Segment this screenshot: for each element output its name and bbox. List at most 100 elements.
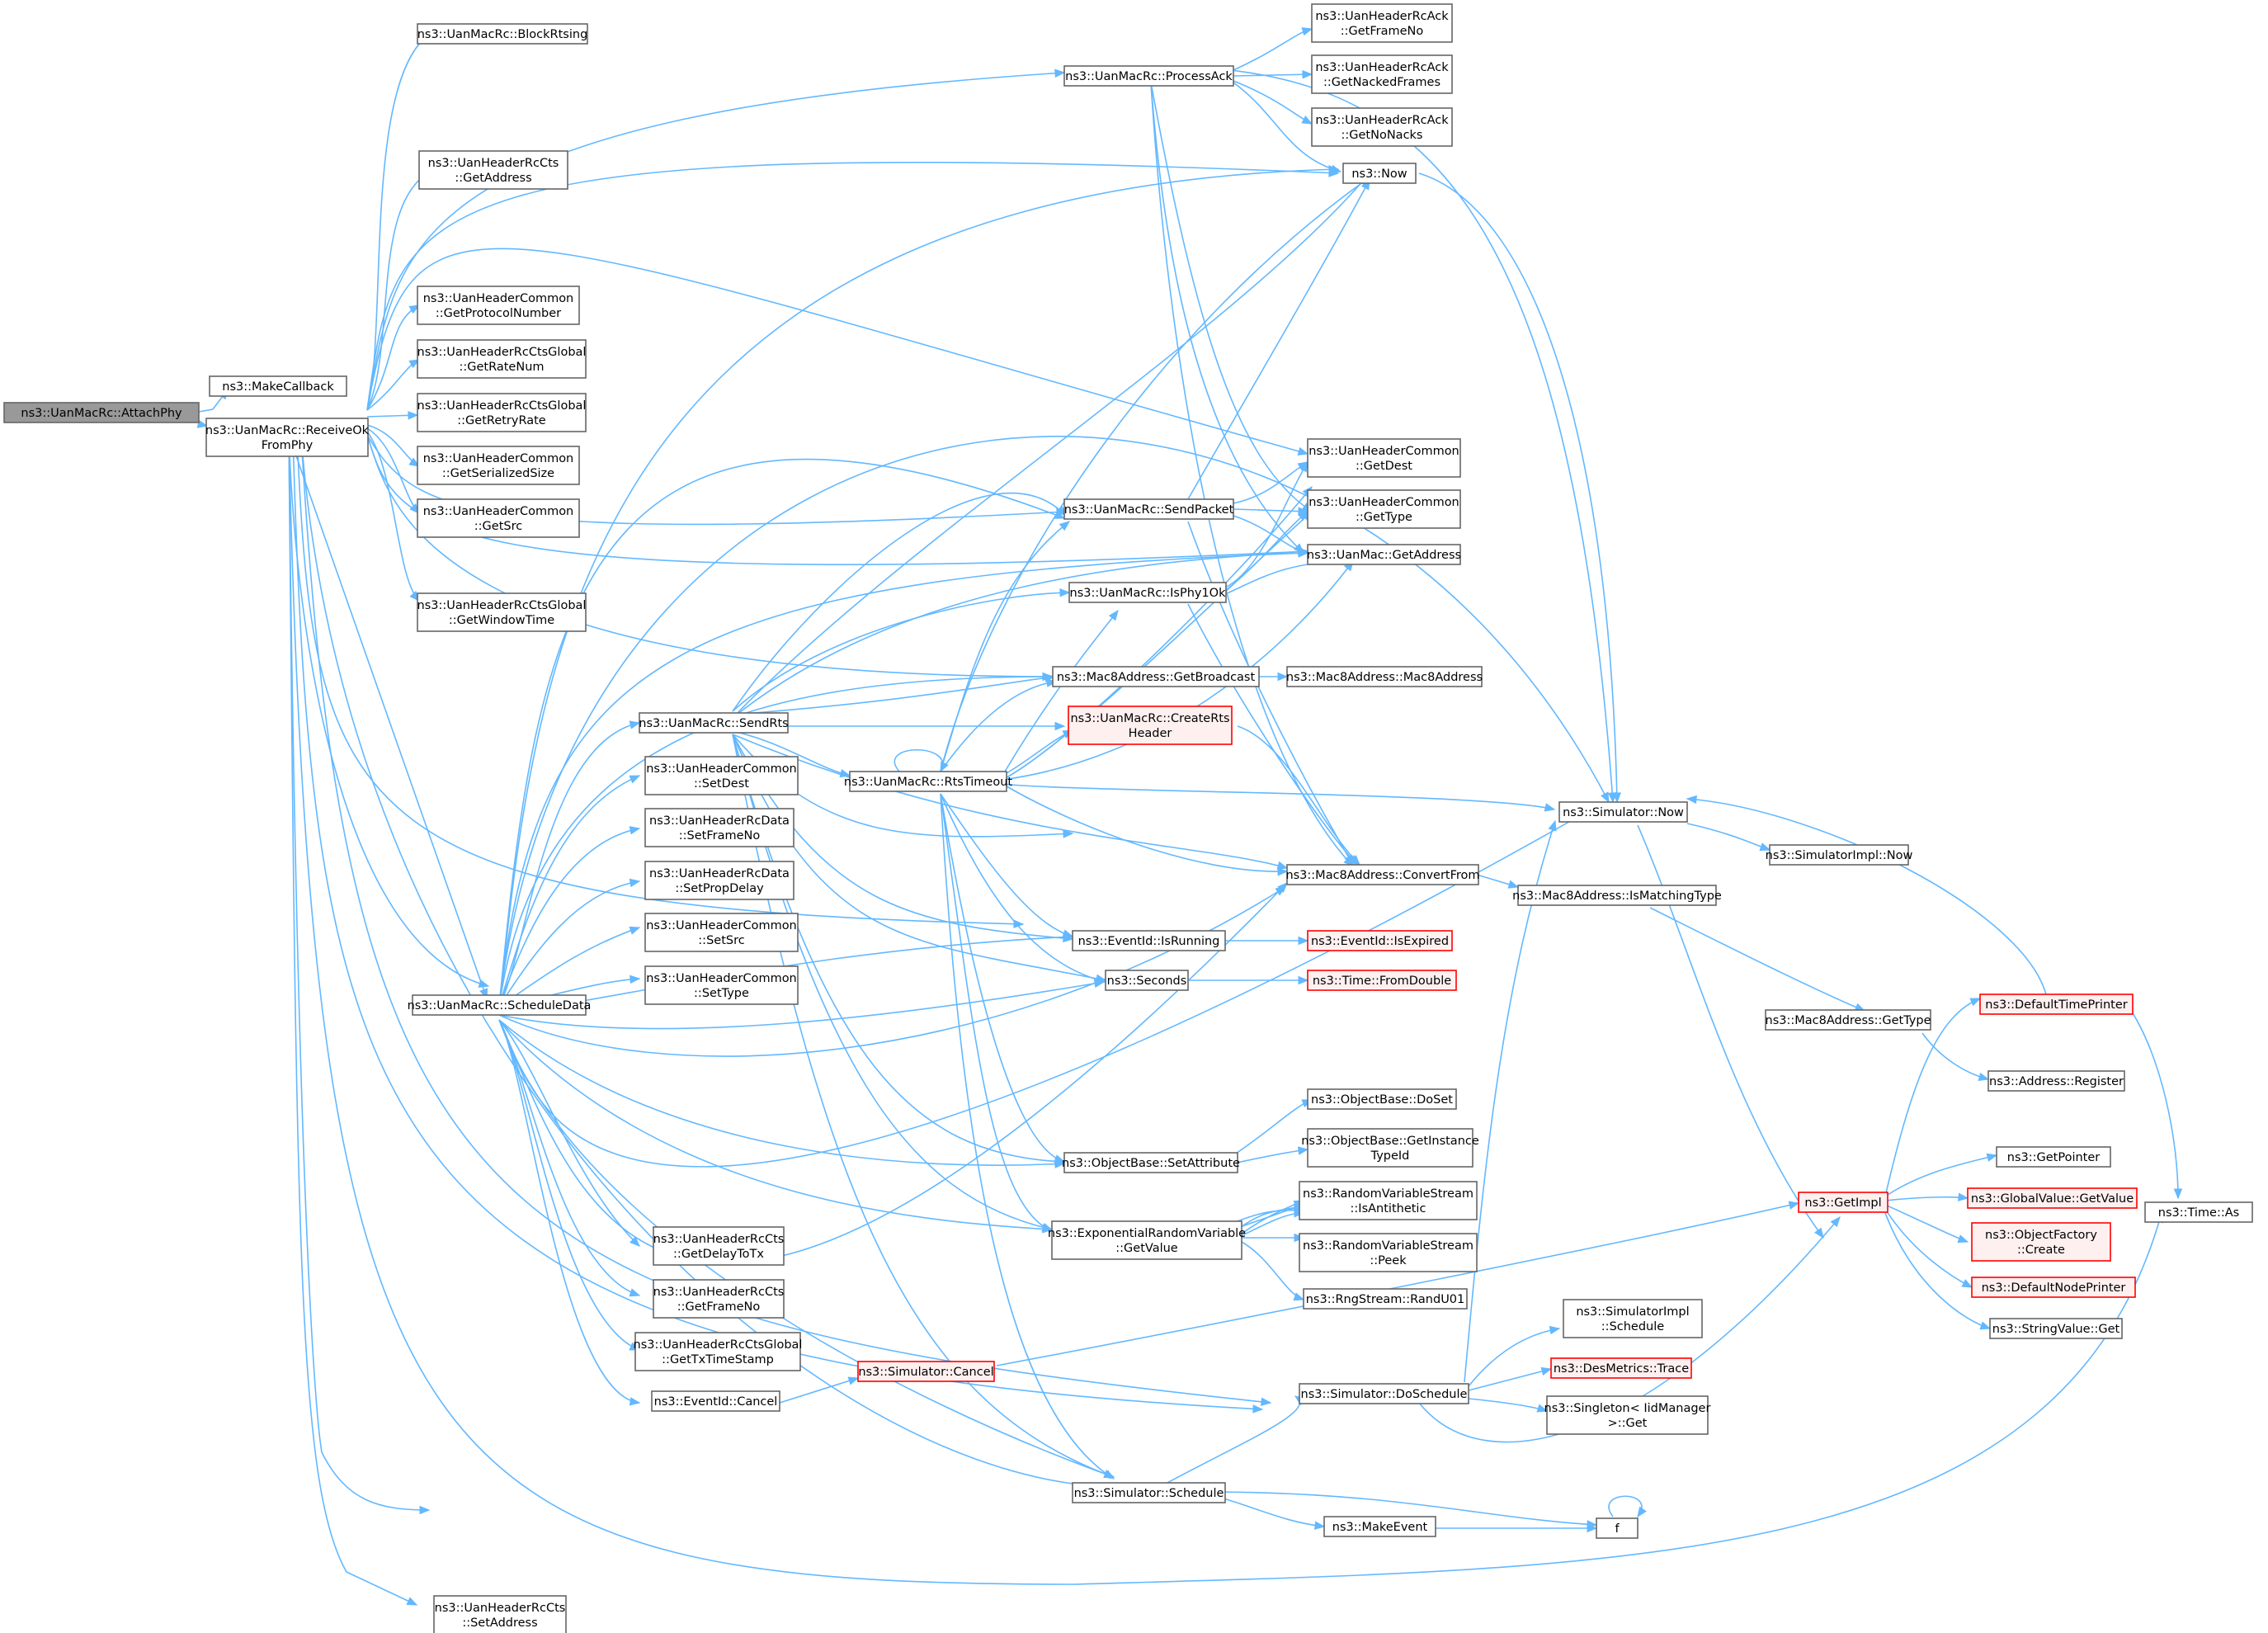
node-singleton[interactable]: ns3::Singleton< IidManager>::Get — [1544, 1395, 1711, 1435]
node-defaulttimeprinter[interactable]: ns3::DefaultTimePrinter — [1979, 993, 2134, 1015]
node-attachphy[interactable]: ns3::UanMacRc::AttachPhy — [3, 402, 200, 423]
arrowhead — [1277, 882, 1288, 893]
node-objectfactory[interactable]: ns3::ObjectFactory::Create — [1971, 1222, 2111, 1262]
node-label: Header — [1129, 727, 1172, 740]
node-timeas[interactable]: ns3::Time::As — [2144, 1201, 2253, 1223]
node-isantithetic[interactable]: ns3::RandomVariableStream::IsAntithetic — [1299, 1181, 1478, 1220]
node-box — [653, 1279, 785, 1319]
node-expgetvalue[interactable]: ns3::ExponentialRandomVariable::GetValue — [1048, 1220, 1246, 1260]
node-randu01[interactable]: ns3::RngStream::RandU01 — [1303, 1288, 1468, 1310]
node-processack[interactable]: ns3::UanMacRc::ProcessAck — [1063, 65, 1234, 87]
node-label: ::SetFrameNo — [679, 829, 761, 842]
edge — [1649, 907, 1866, 1012]
node-convertfrom[interactable]: ns3::Mac8Address::ConvertFrom — [1285, 864, 1480, 885]
node-doset[interactable]: ns3::ObjectBase::DoSet — [1307, 1088, 1457, 1110]
node-label: ns3::UanHeaderRcCts — [653, 1233, 785, 1246]
node-label: ns3::UanHeaderRcData — [649, 867, 790, 880]
node-getdest[interactable]: ns3::UanHeaderCommon::GetDest — [1307, 438, 1461, 478]
node-mac8gettype[interactable]: ns3::Mac8Address::GetType — [1765, 1009, 1931, 1031]
node-cts-getframeno[interactable]: ns3::UanHeaderRcCts::GetFrameNo — [653, 1279, 785, 1319]
node-ack-getframeno[interactable]: ns3::UanHeaderRcAck::GetFrameNo — [1311, 3, 1453, 43]
node-label: ns3::Simulator::DoSchedule — [1301, 1388, 1468, 1401]
node-fromdouble[interactable]: ns3::Time::FromDouble — [1307, 970, 1457, 991]
node-getratenum[interactable]: ns3::UanHeaderRcCtsGlobal::GetRateNum — [417, 339, 587, 379]
node-isphy1ok[interactable]: ns3::UanMacRc::IsPhy1Ok — [1068, 582, 1227, 603]
node-getprotocolnumber[interactable]: ns3::UanHeaderCommon::GetProtocolNumber — [417, 286, 580, 325]
node-makecallback[interactable]: ns3::MakeCallback — [209, 375, 347, 397]
node-desmetrics[interactable]: ns3::DesMetrics::Trace — [1550, 1357, 1692, 1379]
node-box — [1311, 54, 1453, 94]
node-register[interactable]: ns3::Address::Register — [1987, 1070, 2125, 1092]
node-uanmac-getaddress[interactable]: ns3::UanMac::GetAddress — [1307, 544, 1461, 565]
node-label: ns3::EventId::Cancel — [654, 1395, 778, 1409]
node-label: ns3::DefaultNodePrinter — [1982, 1281, 2126, 1295]
node-blockrtsing[interactable]: ns3::UanMacRc::BlockRtsing — [417, 23, 588, 45]
node-gettxtimestamp[interactable]: ns3::UanHeaderRcCtsGlobal::GetTxTimeStam… — [634, 1332, 803, 1371]
node-box — [417, 286, 580, 325]
node-getpointer[interactable]: ns3::GetPointer — [1996, 1146, 2111, 1168]
node-f[interactable]: f — [1596, 1517, 1639, 1539]
node-sendrts[interactable]: ns3::UanMacRc::SendRts — [639, 712, 789, 734]
node-ismatchingtype[interactable]: ns3::Mac8Address::IsMatchingType — [1512, 885, 1722, 906]
node-isrunning[interactable]: ns3::EventId::IsRunning — [1072, 930, 1226, 951]
node-box — [1307, 489, 1461, 529]
node-box — [2144, 1201, 2253, 1223]
node-getwindowtime[interactable]: ns3::UanHeaderRcCtsGlobal::GetWindowTime — [417, 592, 587, 632]
arrowhead — [1507, 880, 1520, 889]
node-now[interactable]: ns3::Now — [1342, 163, 1417, 184]
node-label: ns3::UanMacRc::CreateRts — [1070, 712, 1229, 725]
node-simimplnow[interactable]: ns3::SimulatorImpl::Now — [1766, 844, 1913, 866]
node-defaultnodeprinter[interactable]: ns3::DefaultNodePrinter — [1971, 1277, 2136, 1298]
node-simnow[interactable]: ns3::Simulator::Now — [1558, 801, 1688, 823]
node-eventcancel[interactable]: ns3::EventId::Cancel — [651, 1390, 780, 1412]
node-simimplschedule[interactable]: ns3::SimulatorImpl::Schedule — [1563, 1299, 1703, 1338]
node-getserializedsize[interactable]: ns3::UanHeaderCommon::GetSerializedSize — [417, 446, 580, 485]
node-setaddress[interactable]: ns3::UanHeaderRcCts::SetAddress — [433, 1595, 567, 1633]
node-setattribute[interactable]: ns3::ObjectBase::SetAttribute — [1062, 1152, 1240, 1173]
node-getbroadcast[interactable]: ns3::Mac8Address::GetBroadcast — [1052, 666, 1260, 687]
edge — [366, 68, 1066, 411]
node-makeevent[interactable]: ns3::MakeEvent — [1323, 1516, 1436, 1537]
node-gettype[interactable]: ns3::UanHeaderCommon::GetType — [1307, 489, 1461, 529]
node-getretryrate[interactable]: ns3::UanHeaderRcCtsGlobal::GetRetryRate — [417, 393, 587, 432]
node-getnackedframes[interactable]: ns3::UanHeaderRcAck::GetNackedFrames — [1311, 54, 1453, 94]
node-getimpl[interactable]: ns3::GetImpl — [1798, 1192, 1888, 1213]
node-getnonacks[interactable]: ns3::UanHeaderRcAck::GetNoNacks — [1311, 107, 1453, 147]
node-setpropdelay[interactable]: ns3::UanHeaderRcData::SetPropDelay — [644, 861, 795, 900]
node-label: ns3::UanHeaderCommon — [646, 972, 797, 985]
node-label: ns3::Simulator::Schedule — [1074, 1487, 1224, 1500]
node-isexpired[interactable]: ns3::EventId::IsExpired — [1307, 930, 1453, 951]
node-label: ns3::UanHeaderRcAck — [1315, 114, 1449, 127]
node-simschedule[interactable]: ns3::Simulator::Schedule — [1072, 1482, 1226, 1503]
node-stringvalueget[interactable]: ns3::StringValue::Get — [1989, 1318, 2123, 1339]
node-globalgetvalue[interactable]: ns3::GlobalValue::GetValue — [1967, 1187, 2138, 1209]
arrowhead — [1830, 1215, 1841, 1228]
node-rtstimeout[interactable]: ns3::UanMacRc::RtsTimeout — [844, 771, 1012, 792]
node-setsrc[interactable]: ns3::UanHeaderCommon::SetSrc — [644, 913, 799, 952]
node-doschedule[interactable]: ns3::Simulator::DoSchedule — [1299, 1383, 1469, 1404]
arrowhead — [1759, 842, 1771, 852]
node-getdelaytotx[interactable]: ns3::UanHeaderRcCts::GetDelayToTx — [653, 1226, 785, 1266]
arrowhead — [196, 419, 209, 428]
node-peek[interactable]: ns3::RandomVariableStream::Peek — [1299, 1233, 1478, 1272]
edge — [1468, 1366, 1553, 1391]
node-seconds[interactable]: ns3::Seconds — [1105, 970, 1189, 991]
node-simcancel[interactable]: ns3::Simulator::Cancel — [857, 1361, 995, 1382]
edge — [1884, 998, 1982, 1197]
node-box — [1558, 801, 1688, 823]
edge — [498, 720, 641, 1008]
edge — [1468, 1398, 1549, 1413]
node-settype[interactable]: ns3::UanHeaderCommon::SetType — [644, 965, 799, 1005]
arrowhead — [1095, 975, 1107, 984]
node-mac8address[interactable]: ns3::Mac8Address::Mac8Address — [1286, 666, 1483, 687]
node-label: ns3::Singleton< IidManager — [1544, 1402, 1711, 1415]
node-getsrc[interactable]: ns3::UanHeaderCommon::GetSrc — [417, 498, 580, 538]
node-sendpacket[interactable]: ns3::UanMacRc::SendPacket — [1063, 498, 1234, 520]
node-setdest[interactable]: ns3::UanHeaderCommon::SetDest — [644, 756, 799, 795]
node-setframeno[interactable]: ns3::UanHeaderRcData::SetFrameNo — [644, 808, 795, 847]
node-scheduledata[interactable]: ns3::UanMacRc::ScheduleData — [408, 994, 592, 1016]
node-cts-getaddress[interactable]: ns3::UanHeaderRcCts::GetAddress — [418, 150, 568, 190]
